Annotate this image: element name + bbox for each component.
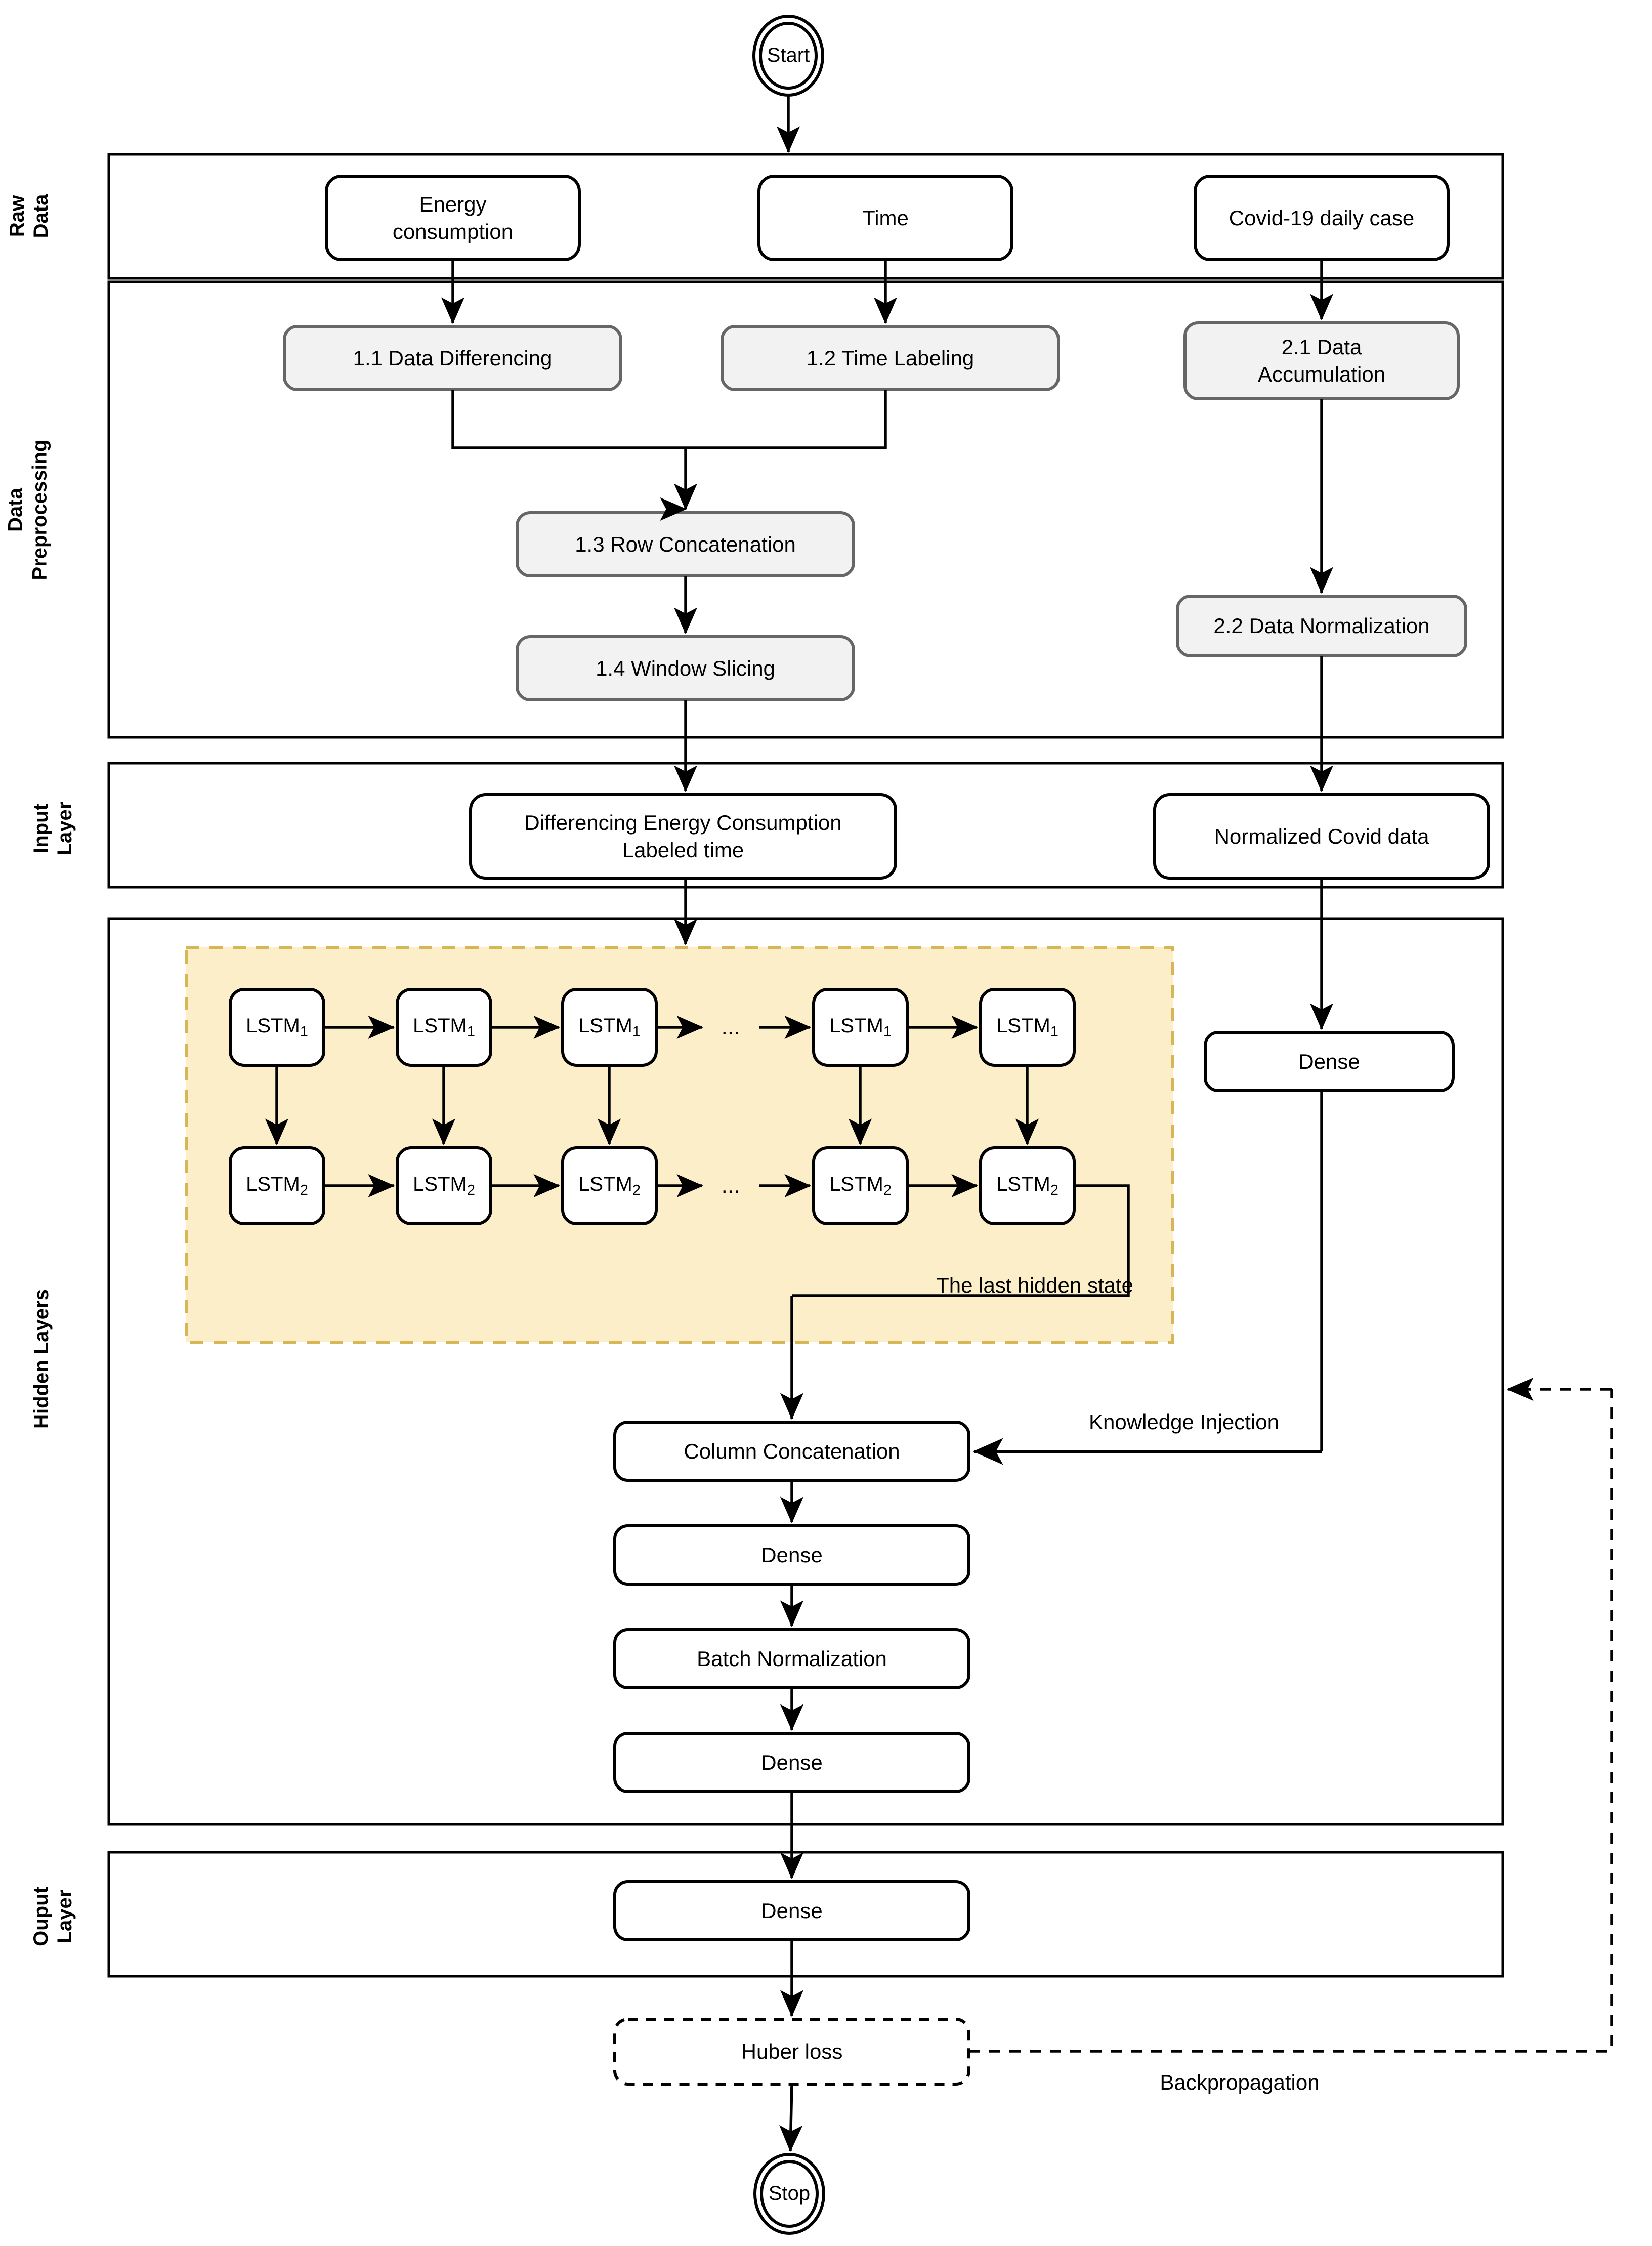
lane-data-preprocessing [107,280,1504,739]
swimlane-label-data-preprocessing: Data Preprocessing [4,439,51,580]
lstm-cell-r2-c1 [229,1146,325,1225]
node-dense-output [613,1880,970,1941]
swimlane-label-raw-data: Raw Data [6,194,52,238]
node-normalized-covid [1153,793,1490,880]
lstm-cell-r2-c3 [561,1146,658,1225]
swimlane-label-input-layer: Input Layer [29,801,76,856]
node-1-2-time-labeling [721,325,1060,391]
lstm-cell-r1-c5 [979,988,1076,1067]
bus-last-hidden-state [792,1184,1130,1297]
swimlane-label-hidden-layers: Hidden Layers [30,1289,53,1429]
lstm-cell-r1-c2 [396,988,492,1067]
bus-backpropagation [969,1389,1613,2053]
node-dense-covid [1204,1031,1455,1092]
lane-hidden-layers [107,917,1504,1826]
backpropagation-label: Backpropagation [1160,2070,1320,2094]
terminal-stop-inner [760,2160,819,2228]
edge-huber-to-stop [779,2084,803,2152]
knowledge-injection-label: Knowledge Injection [1089,1410,1279,1434]
lstm-cell-r1-c4 [812,988,909,1067]
node-1-3-row-concatenation [516,511,855,577]
node-1-1-data-differencing [283,325,622,391]
last-hidden-state-label: The last hidden state [936,1273,1133,1297]
node-1-4-window-slicing [516,635,855,701]
swimlane-label-output-layer: Ouput Layer [29,1887,76,1946]
node-2-1-data-accumulation [1183,321,1460,400]
bus-1-1-1-2-merge [451,390,887,449]
lstm-cell-r2-c2 [396,1146,492,1225]
lane-raw-data [107,153,1504,280]
node-differencing-input [469,793,897,880]
node-covid-daily-case [1194,175,1450,261]
lstm-cell-r2-c5 [979,1146,1076,1225]
lstm-cell-r2-c4 [812,1146,909,1225]
node-energy-consumption [325,175,581,261]
node-dense-2 [613,1732,970,1793]
lstm-cell-r1-c3 [561,988,658,1067]
node-time [757,175,1013,261]
node-dense-1 [613,1524,970,1586]
node-column-concatenation [613,1421,970,1482]
lane-input-layer [107,762,1504,889]
node-huber-loss [613,2018,970,2086]
lane-output-layer [107,1851,1504,1978]
lstm-cell-r1-c1 [229,988,325,1067]
node-2-2-data-normalization [1176,595,1467,657]
terminal-start-inner [759,22,818,90]
node-batch-normalization [613,1628,970,1689]
